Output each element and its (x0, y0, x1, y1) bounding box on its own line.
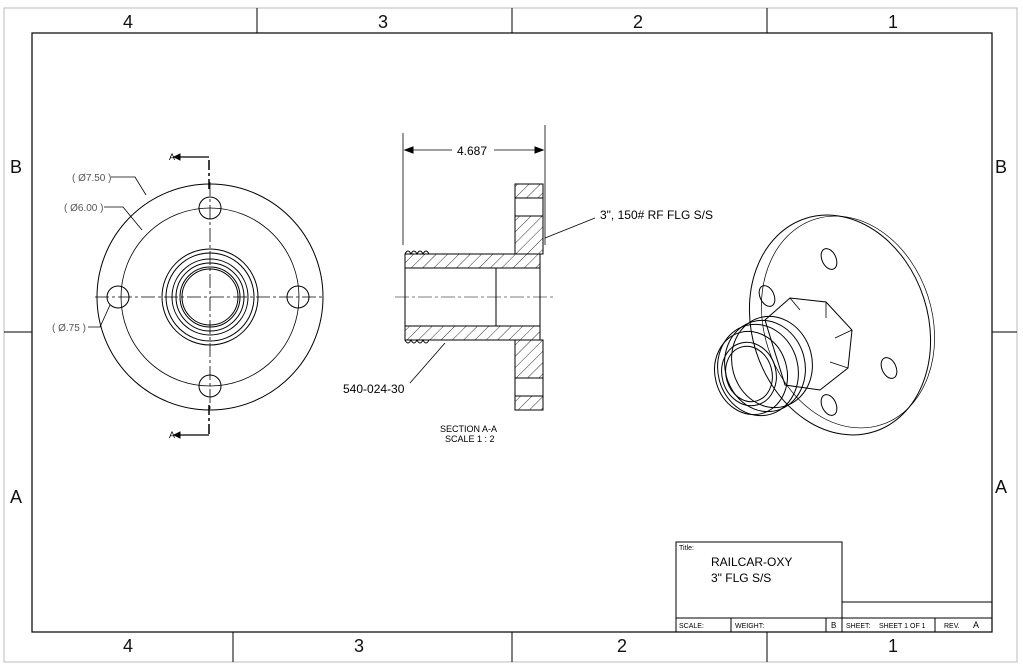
zone-bottom-1: 1 (888, 636, 899, 656)
zone-top-1: 1 (888, 12, 899, 32)
dim-outer-diameter: ( Ø7.50 ) (72, 173, 111, 184)
front-view (88, 153, 325, 439)
scale-label: SCALE: (679, 623, 704, 630)
dim-hole-diameter: ( Ø.75 ) (52, 323, 86, 334)
section-marker-bottom: A (169, 430, 175, 440)
title-line-1: RAILCAR-OXY (711, 555, 792, 569)
title-label: Title: (679, 545, 694, 552)
zone-left-a: A (10, 487, 23, 507)
sheet-border (3, 7, 1018, 663)
rev-value: A (973, 620, 979, 630)
isometric-view (714, 214, 935, 436)
section-marker-top: A (169, 152, 175, 162)
dim-length: 4.687 (457, 144, 487, 158)
section-view (395, 125, 596, 411)
flange-callout: 3", 150# RF FLG S/S (600, 208, 713, 222)
title-block (675, 541, 992, 632)
zone-bottom-3: 3 (354, 636, 365, 656)
title-line-2: 3" FLG S/S (711, 571, 771, 585)
section-label: SECTION A-A (440, 424, 497, 434)
sheet-value: SHEET 1 OF 1 (879, 623, 926, 630)
part-callout: 540-024-30 (343, 382, 405, 396)
zone-bottom-2: 2 (617, 636, 628, 656)
zone-right-b: B (995, 157, 1008, 177)
zone-top-2: 2 (633, 12, 644, 32)
zone-bottom-4: 4 (123, 636, 134, 656)
weight-label: WEIGHT: (735, 623, 764, 630)
dim-bolt-circle: ( Ø6.00 ) (64, 203, 103, 214)
size-value: B (831, 621, 836, 630)
rev-label: REV. (944, 623, 960, 630)
sheet-label: SHEET: (846, 623, 871, 630)
zone-left-b: B (10, 157, 23, 177)
zone-top-4: 4 (123, 12, 134, 32)
section-scale: SCALE 1 : 2 (445, 434, 495, 444)
zone-top-3: 3 (378, 12, 389, 32)
zone-right-a: A (995, 477, 1008, 497)
